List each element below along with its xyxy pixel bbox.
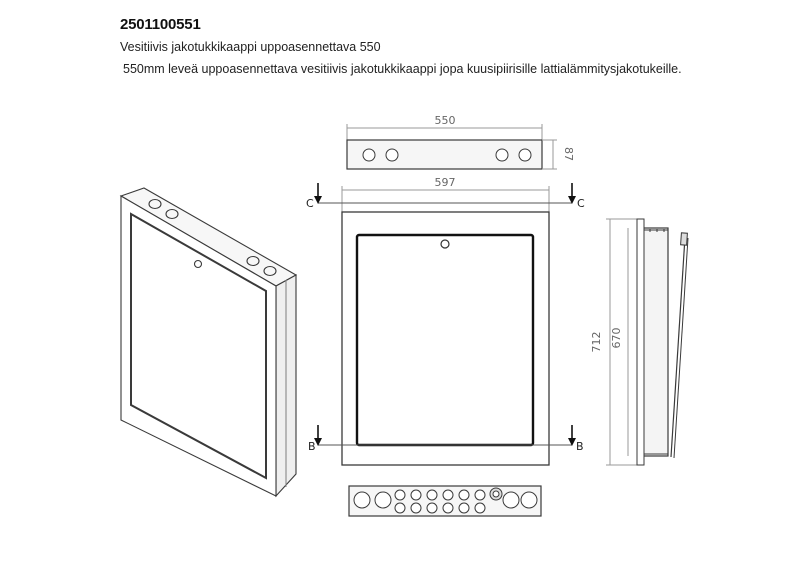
- section-b-left-label: B: [308, 440, 316, 453]
- product-subtitle: Vesitiivis jakotukkikaappi uppoasennetta…: [120, 40, 381, 54]
- top-view: 550 87: [346, 114, 575, 170]
- bottom-hole-11: [458, 489, 470, 501]
- front-view: 597 C C B B: [306, 176, 585, 466]
- bottom-hole-1: [353, 491, 371, 509]
- side-view-flange: [636, 218, 645, 466]
- side-view-body: [639, 227, 669, 457]
- dim-87-label: 87: [562, 147, 575, 161]
- section-c-right-label: C: [577, 197, 585, 210]
- section-b-arrow-left-head: [314, 438, 322, 446]
- iso-top-hole-1: [148, 198, 162, 210]
- section-c-arrow-left-head: [314, 196, 322, 204]
- bottom-hole-16: [502, 491, 520, 509]
- side-door-open: [670, 236, 686, 458]
- iso-top-hole-2: [165, 208, 179, 220]
- top-hole-2: [385, 148, 399, 162]
- bottom-hole-5: [410, 489, 422, 501]
- bottom-hole-4: [394, 502, 406, 514]
- side-door-handle: [680, 232, 688, 246]
- top-hole-1: [362, 148, 376, 162]
- bottom-hole-17: [520, 491, 538, 509]
- isometric-view: [119, 187, 298, 498]
- top-hole-4: [518, 148, 532, 162]
- iso-front-frame: [120, 195, 277, 497]
- section-b-arrow-right-head: [568, 438, 576, 446]
- side-door-open-2: [673, 237, 689, 459]
- bottom-hole-10: [442, 502, 454, 514]
- top-hole-3: [495, 148, 509, 162]
- iso-top-hole-4: [263, 265, 277, 277]
- front-lock-icon: [440, 239, 450, 249]
- top-view-body: [346, 139, 543, 170]
- dim-670-label: 670: [610, 328, 623, 349]
- bottom-hole-8: [426, 502, 438, 514]
- iso-lock-icon: [193, 259, 203, 269]
- bottom-hole-7: [426, 489, 438, 501]
- section-b-right-label: B: [576, 440, 584, 453]
- bottom-hole-13: [474, 489, 486, 501]
- dim-550-label: 550: [435, 114, 456, 127]
- bottom-hole-14: [474, 502, 486, 514]
- bottom-view: [348, 485, 542, 517]
- bottom-hole-15-inner: [492, 490, 500, 498]
- bottom-hole-9: [442, 489, 454, 501]
- bottom-hole-3: [394, 489, 406, 501]
- front-frame: [341, 211, 550, 466]
- product-description: 550mm leveä uppoasennettava vesitiivis j…: [123, 62, 682, 76]
- section-c-arrow-right-head: [568, 196, 576, 204]
- iso-door: [130, 212, 267, 480]
- dim-597-label: 597: [435, 176, 456, 189]
- bottom-hole-6: [410, 502, 422, 514]
- section-c-left-label: C: [306, 197, 314, 210]
- iso-top-hole-3: [246, 255, 260, 267]
- bottom-hole-12: [458, 502, 470, 514]
- product-code: 2501100551: [120, 16, 201, 33]
- bottom-hole-2: [374, 491, 392, 509]
- side-view: 712 670: [590, 218, 689, 466]
- dim-712-label: 712: [590, 332, 603, 353]
